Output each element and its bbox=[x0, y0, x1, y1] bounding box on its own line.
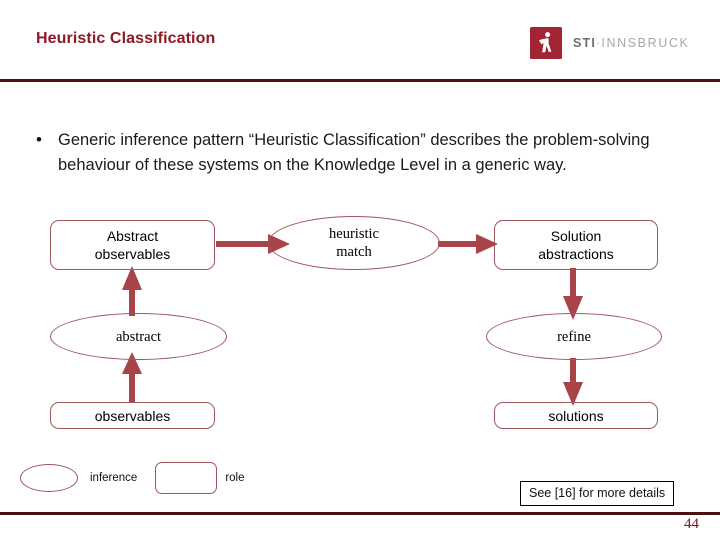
node-label: refine bbox=[557, 328, 591, 345]
logo-text-separator: · bbox=[596, 36, 602, 50]
node-solutions[interactable]: solutions bbox=[494, 402, 658, 429]
sti-figure-icon bbox=[530, 27, 562, 59]
footnote-reference-box: See [16] for more details bbox=[520, 481, 675, 506]
node-observables[interactable]: observables bbox=[50, 402, 215, 429]
node-heuristic-match[interactable]: heuristic match bbox=[268, 216, 440, 270]
edge-abstract-to-abstract-observables bbox=[122, 266, 142, 316]
page-title: Heuristic Classification bbox=[36, 30, 216, 47]
legend-label-role: role bbox=[225, 472, 245, 484]
edge-heuristic-match-to-solution-abstractions bbox=[438, 234, 498, 254]
logo-wordmark: STI·INNSBRUCK bbox=[573, 36, 689, 50]
footer-divider bbox=[0, 512, 720, 515]
node-label-line1: Abstract bbox=[106, 228, 159, 244]
node-refine[interactable]: refine bbox=[486, 313, 662, 360]
node-label: solutions bbox=[548, 407, 604, 424]
node-label: observables bbox=[94, 407, 171, 424]
logo-text-sti: STI bbox=[573, 36, 597, 50]
page-number: 44 bbox=[684, 516, 699, 532]
node-label: abstract bbox=[115, 328, 162, 345]
node-label-line2: match bbox=[336, 244, 372, 260]
legend-rect-swatch bbox=[155, 462, 218, 494]
legend-ellipse-swatch bbox=[20, 464, 78, 492]
node-solution-abstractions[interactable]: Solution abstractions bbox=[494, 220, 658, 270]
bullet-text: Generic inference pattern “Heuristic Cla… bbox=[58, 131, 650, 174]
edge-refine-to-solutions bbox=[563, 358, 583, 406]
node-label-line2: abstractions bbox=[538, 246, 614, 262]
node-abstract-observables[interactable]: Abstract observables bbox=[50, 220, 215, 270]
node-label: Abstract observables bbox=[95, 227, 171, 263]
header-divider bbox=[0, 79, 720, 82]
node-label-line2: observables bbox=[94, 246, 171, 262]
logo-text-innsbruck: INNSBRUCK bbox=[601, 36, 690, 50]
node-abstract[interactable]: abstract bbox=[50, 313, 227, 360]
diagram-legend: inference role bbox=[20, 462, 263, 494]
bullet-list: • Generic inference pattern “Heuristic C… bbox=[36, 128, 656, 178]
sti-innsbruck-logo: STI·INNSBRUCK bbox=[530, 26, 689, 60]
node-label: Solution abstractions bbox=[538, 227, 613, 263]
node-label-line1: Solution bbox=[550, 228, 602, 244]
bullet-marker: • bbox=[36, 130, 42, 149]
node-label: heuristic match bbox=[329, 225, 379, 261]
legend-label-inference: inference bbox=[90, 472, 138, 484]
node-label-line1: heuristic bbox=[329, 226, 379, 242]
